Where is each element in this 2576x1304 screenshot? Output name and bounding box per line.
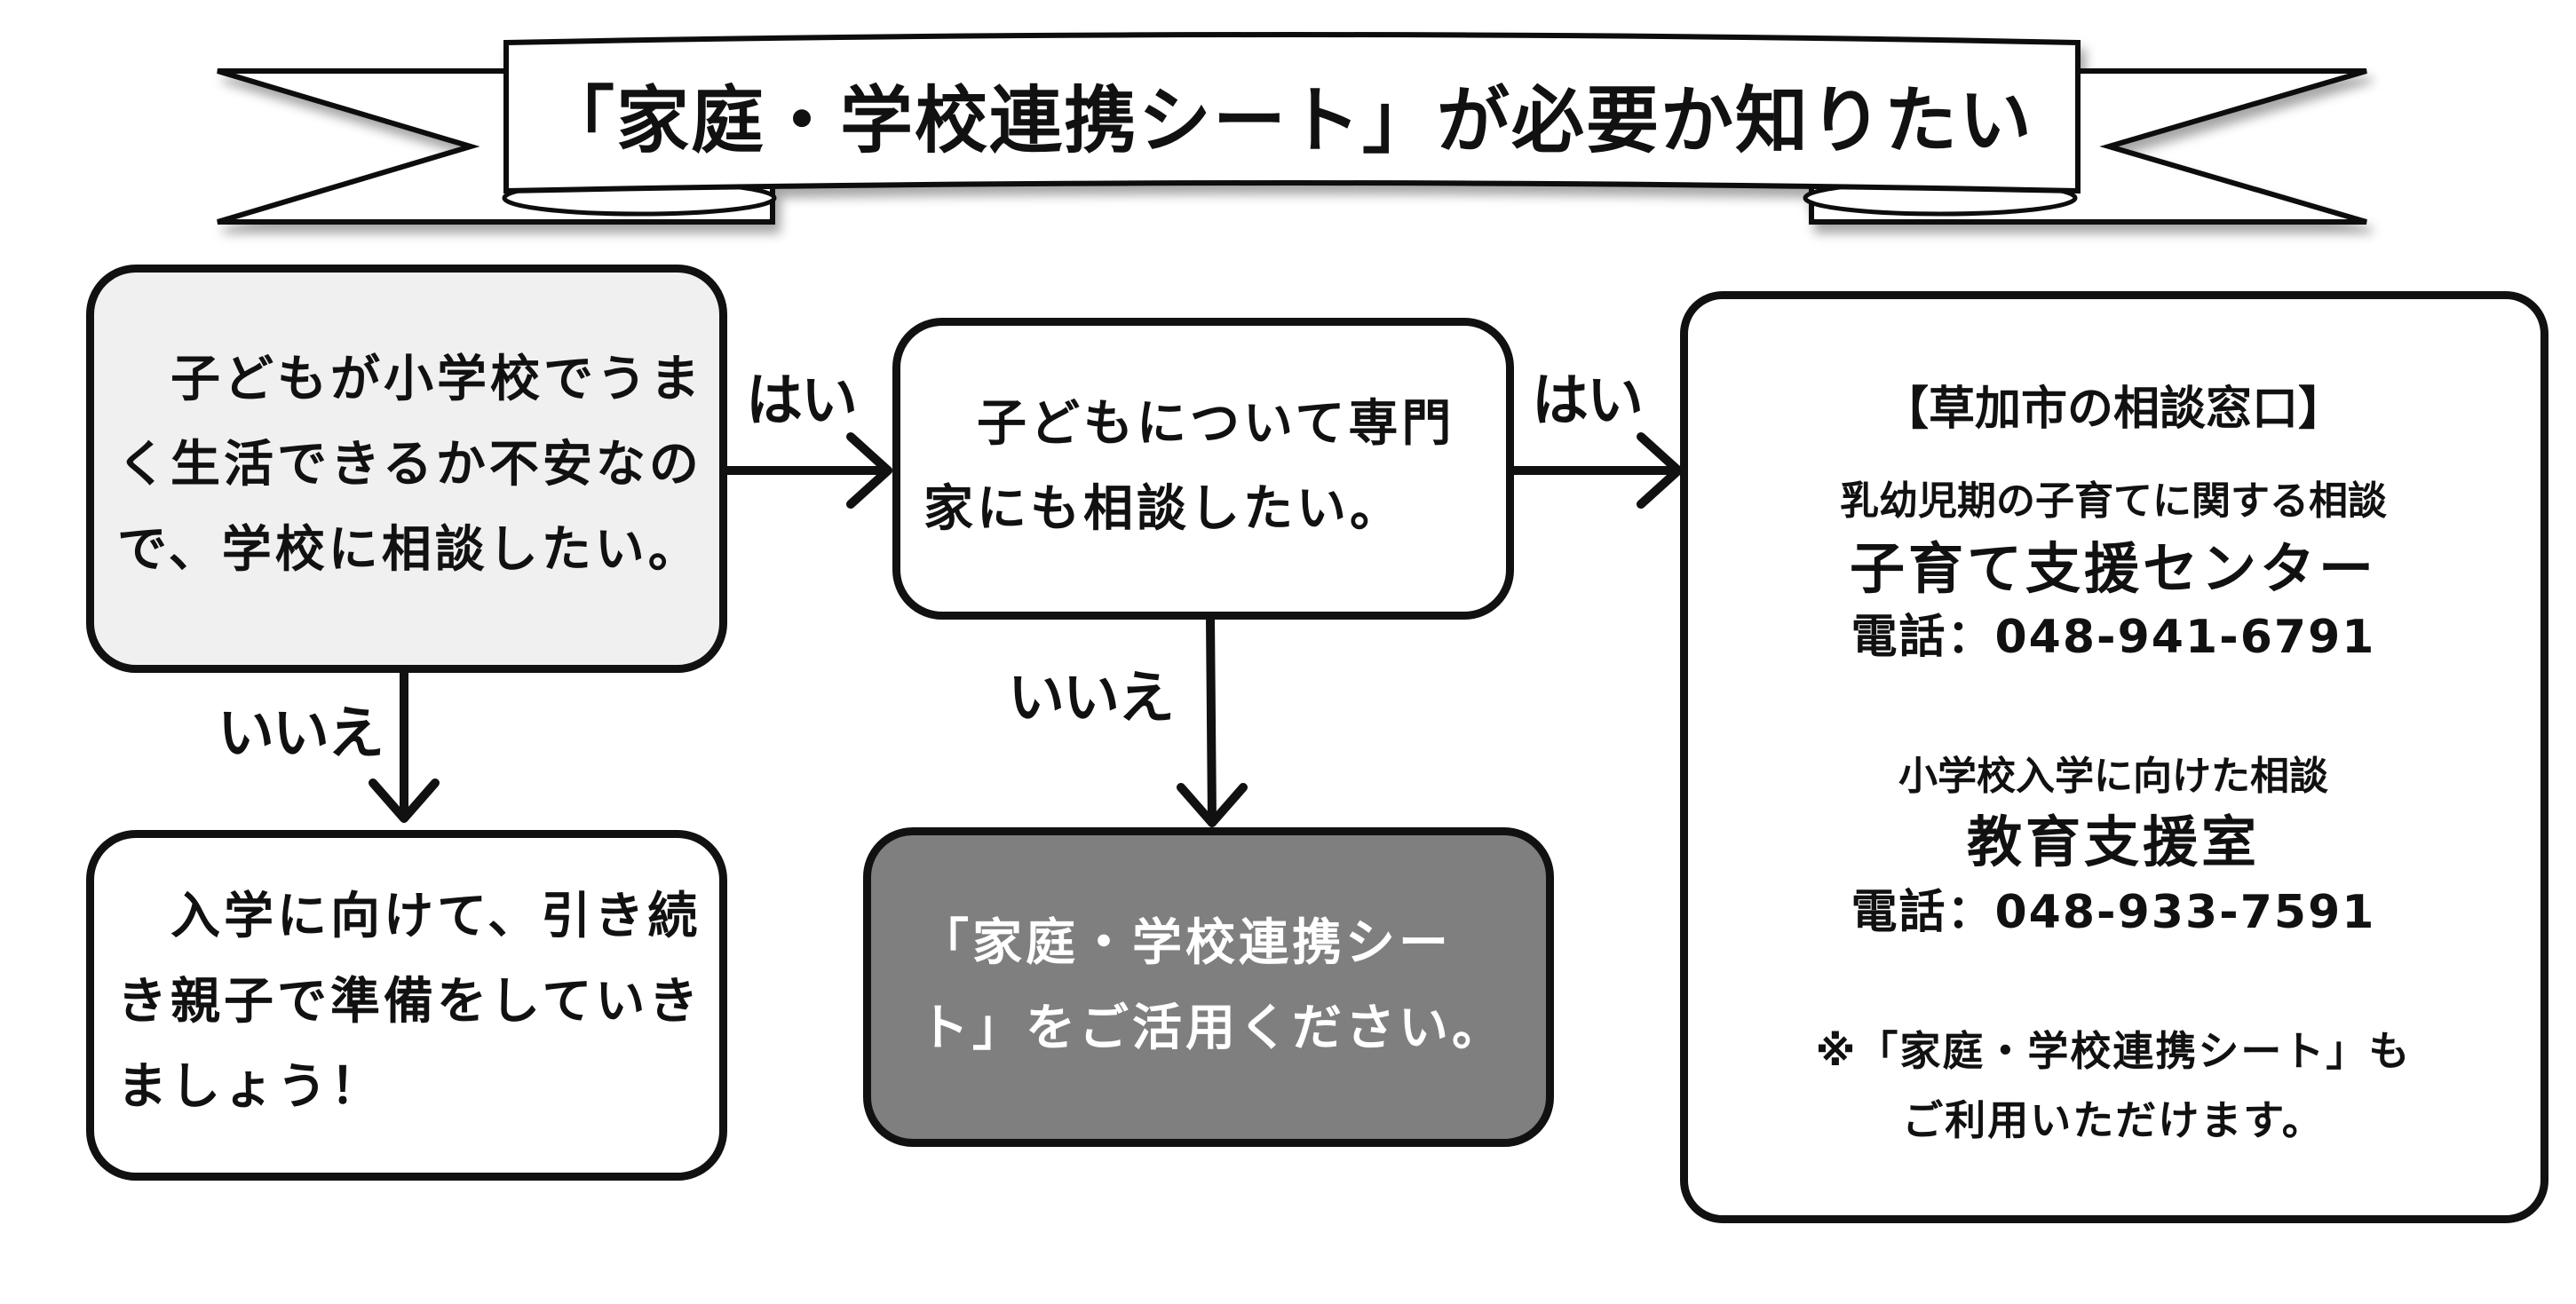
contact-education-phone: 電話：048-933-7591 — [1851, 886, 2376, 939]
contact-education-subtitle: 小学校入学に向けた相談 — [1898, 754, 2328, 799]
arrowhead-yes-2 — [1637, 432, 1683, 509]
contact-child-rearing-subtitle: 乳幼児期の子育てに関する相談 — [1840, 478, 2387, 524]
node-use-sheet-text: 「家庭・学校連携シート」をご活用ください。 — [919, 914, 1505, 1057]
arrowhead-yes-1 — [846, 432, 892, 509]
contact-note-line-2: ご利用いただけます。 — [1902, 1096, 2325, 1144]
node-use-sheet — [863, 827, 1554, 1147]
contact-heading: 【草加市の相談窓口】 — [1882, 383, 2344, 436]
contact-child-rearing-phone: 電話：048-941-6791 — [1851, 611, 2376, 664]
contact-note-line-1: ※「家庭・学校連携シート」も — [1815, 1027, 2412, 1075]
node-school-anxiety — [86, 265, 727, 673]
page-title: 「家庭・学校連携シート」が必要か知りたい — [541, 79, 2033, 163]
node-consult-expert — [892, 318, 1514, 620]
node-school-anxiety-text: 子どもが小学校でうまく生活できるか不安なので、学校に相談したい。 — [117, 351, 703, 579]
edge-label-yes-1: はい — [746, 368, 858, 434]
contact-child-rearing-name: 子育て支援センター — [1849, 536, 2377, 601]
arrowhead-no-2 — [1177, 783, 1248, 827]
title-banner — [217, 32, 2367, 225]
contact-panel — [1680, 291, 2548, 1223]
node-consult-expert-text: 子どもについて専門家にも相談したい。 — [923, 395, 1455, 538]
edge-label-no-1: いいえ — [218, 701, 384, 767]
arrow-no-2 — [1206, 612, 1217, 826]
edge-label-yes-2: はい — [1532, 368, 1644, 434]
edge-label-no-2: いいえ — [1008, 666, 1175, 731]
connector-lines — [369, 432, 1683, 827]
arrowhead-no-1 — [369, 778, 440, 823]
node-keep-preparing-text: 入学に向けて、引き続き親子で準備をしていきましょう！ — [117, 888, 702, 1116]
node-keep-preparing — [86, 830, 727, 1181]
contact-education-name: 教育支援室 — [1966, 810, 2260, 874]
